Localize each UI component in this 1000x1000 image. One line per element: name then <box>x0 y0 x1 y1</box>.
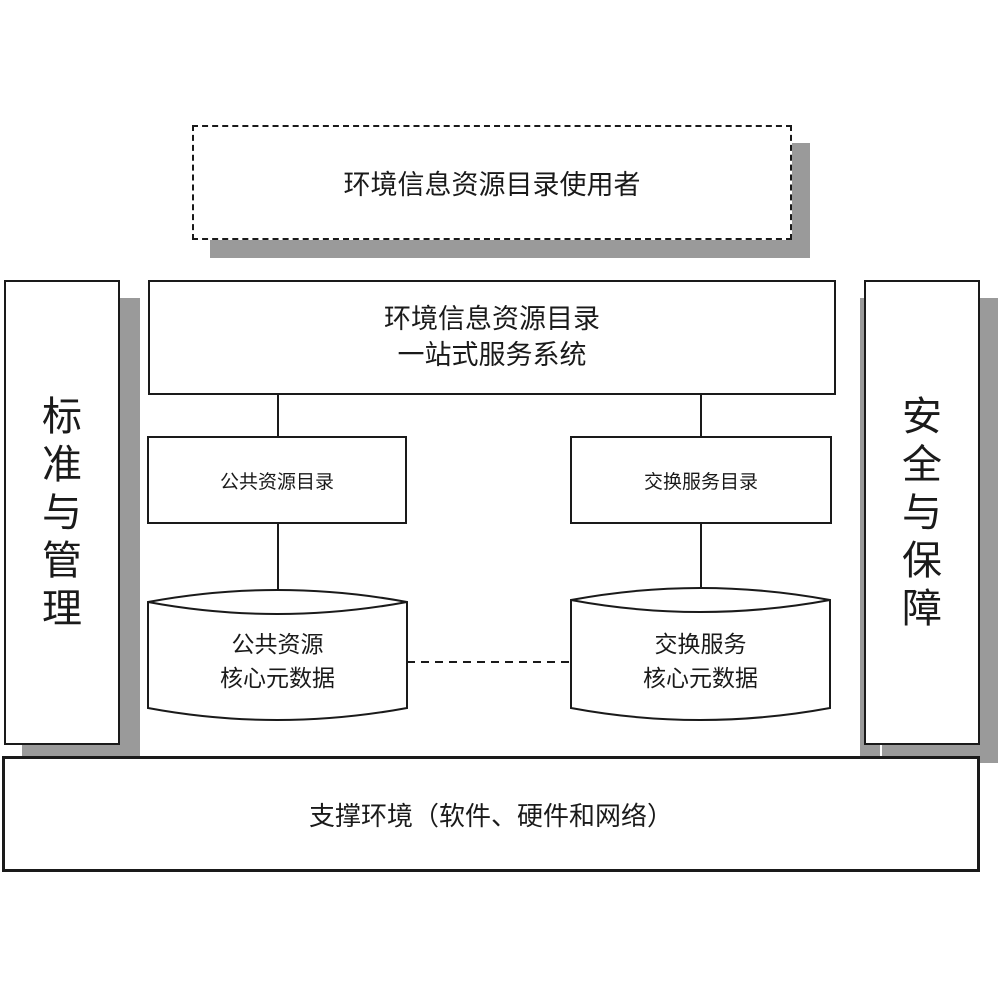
connector-public-metadata <box>277 524 279 592</box>
service-system-line1: 环境信息资源目录 <box>384 303 600 335</box>
left-pillar-char: 与 <box>42 489 82 536</box>
exchange-catalog-box: 交换服务目录 <box>570 436 832 524</box>
exchange-metadata-cylinder <box>570 587 831 721</box>
public-metadata-line1: 公共资源 <box>231 632 324 658</box>
exchange-metadata-line2: 核心元数据 <box>643 666 758 692</box>
left-pillar: 标 准 与 管 理 <box>4 280 120 745</box>
support-env-box: 支撑环境（软件、硬件和网络） <box>2 756 980 872</box>
public-metadata-cylinder <box>147 589 408 721</box>
left-pillar-char: 管 <box>42 537 82 584</box>
public-metadata-line2: 核心元数据 <box>220 666 335 692</box>
public-metadata-cylinder-rim <box>147 601 408 615</box>
exchange-metadata-text: 交换服务 核心元数据 <box>571 622 830 702</box>
exchange-catalog-label: 交换服务目录 <box>643 470 758 493</box>
service-system-line2: 一站式服务系统 <box>397 339 587 371</box>
left-pillar-char: 准 <box>42 441 82 488</box>
users-box-label: 环境信息资源目录使用者 <box>343 170 641 201</box>
connector-system-public <box>277 395 279 437</box>
users-box: 环境信息资源目录使用者 <box>192 125 792 240</box>
right-pillar-char: 与 <box>902 489 942 536</box>
service-system-box: 环境信息资源目录 一站式服务系统 <box>148 280 836 395</box>
exchange-metadata-cylinder-rim <box>570 599 831 613</box>
connector-exchange-metadata <box>700 524 702 590</box>
public-catalog-label: 公共资源目录 <box>219 470 334 493</box>
right-pillar-char: 障 <box>902 585 942 632</box>
public-catalog-box: 公共资源目录 <box>147 436 407 524</box>
right-pillar-char: 全 <box>902 441 942 488</box>
left-pillar-char: 标 <box>42 393 82 440</box>
connector-system-exchange <box>700 395 702 437</box>
left-pillar-char: 理 <box>42 585 82 632</box>
right-pillar-char: 安 <box>902 393 942 440</box>
right-pillar-char: 保 <box>902 537 942 584</box>
exchange-metadata-line1: 交换服务 <box>654 632 747 658</box>
public-metadata-text: 公共资源 核心元数据 <box>148 622 407 702</box>
right-pillar: 安 全 与 保 障 <box>864 280 980 745</box>
support-env-label: 支撑环境（软件、硬件和网络） <box>308 801 673 832</box>
